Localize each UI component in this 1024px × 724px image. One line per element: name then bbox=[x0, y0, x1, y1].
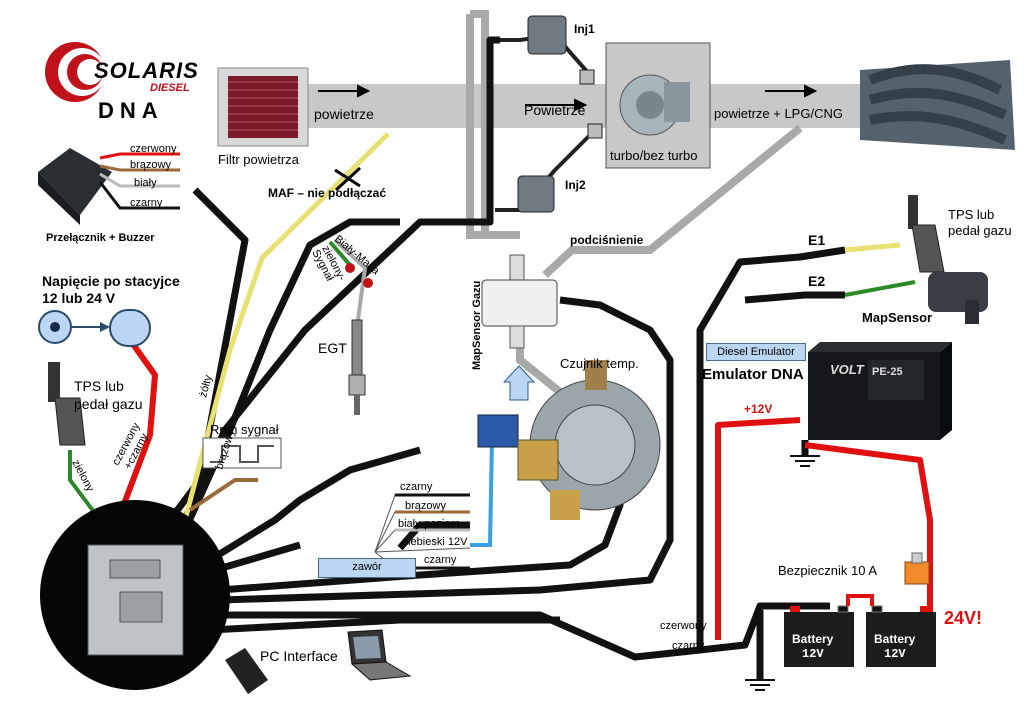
emulator-device bbox=[808, 342, 952, 440]
map-sensor-label: MapSensor bbox=[862, 310, 933, 325]
egt-probe bbox=[348, 319, 366, 415]
product-name: DNA bbox=[98, 98, 164, 123]
injector-1 bbox=[495, 15, 595, 85]
emulator-box-label: Diesel Emulator bbox=[706, 343, 806, 361]
e1-label: E1 bbox=[808, 232, 826, 248]
fuse bbox=[904, 552, 930, 585]
manifold-runners bbox=[868, 64, 1008, 145]
power-red-wire: czerwony bbox=[660, 620, 707, 632]
valve-label: zawór bbox=[318, 558, 416, 578]
switch-wire-black: czarny bbox=[130, 197, 163, 209]
battery1-volt: 12V bbox=[802, 647, 824, 661]
valve-wire-3: biały-poziom bbox=[398, 518, 460, 530]
battery2-volt: 12V bbox=[884, 647, 906, 661]
pc-connector bbox=[225, 648, 268, 694]
air-label-2: Powietrze bbox=[524, 102, 586, 118]
switch-wires bbox=[98, 152, 180, 210]
battery-1 bbox=[784, 605, 854, 667]
valve-wire-4: niebieski 12V bbox=[402, 536, 468, 548]
total-voltage: 24V! bbox=[944, 608, 983, 628]
tps-pedal-left bbox=[48, 362, 86, 446]
pc-interface-label: PC Interface bbox=[260, 648, 338, 664]
egt-label: EGT bbox=[318, 340, 347, 356]
map-gas-label: MapSensor Gazu bbox=[471, 281, 483, 370]
tps-right-line1: TPS lub bbox=[948, 207, 995, 222]
map-gas-sensor bbox=[481, 254, 558, 349]
switch-wire-red: czerwony bbox=[130, 143, 177, 155]
tps-pedal-right bbox=[908, 195, 945, 273]
inj2-label: Inj2 bbox=[565, 178, 586, 192]
switch-wire-white: biały bbox=[134, 177, 157, 189]
filter-label: Filtr powietrza bbox=[218, 152, 299, 167]
battery-2 bbox=[866, 605, 936, 667]
ground-symbols bbox=[745, 455, 820, 691]
injector-2 bbox=[495, 123, 603, 213]
tps-left-line1: TPS lub bbox=[74, 378, 124, 394]
vacuum-hoses bbox=[466, 10, 803, 396]
turbo-label: turbo/bez turbo bbox=[610, 148, 698, 163]
switch-wire-brown: brązowy bbox=[130, 159, 171, 171]
red-wires bbox=[115, 338, 933, 640]
tps-left-line2: pedał gazu bbox=[74, 396, 143, 412]
emulator-title: Emulator DNA bbox=[702, 366, 804, 383]
logo-sub: DIESEL bbox=[150, 82, 190, 94]
maf-label: MAF – nie podłączać bbox=[268, 186, 387, 200]
air-label-1: powietrze bbox=[314, 106, 374, 122]
emulator-brand: VOLT bbox=[830, 362, 864, 377]
solaris-logo-mark bbox=[45, 42, 106, 102]
blue-wire bbox=[470, 436, 501, 547]
plus12-label: +12V bbox=[744, 402, 773, 416]
valve-wire-2: brązowy bbox=[405, 500, 446, 512]
gas-valve bbox=[477, 414, 559, 481]
reducer bbox=[529, 360, 661, 520]
ecu bbox=[40, 500, 230, 690]
ignition-title-1: Napięcie po stacyjce bbox=[42, 273, 180, 289]
ignition-switch bbox=[38, 309, 151, 347]
inj1-label: Inj1 bbox=[574, 22, 595, 36]
ignition-title-2: 12 lub 24 V bbox=[42, 290, 116, 306]
logo-word: SOLARIS bbox=[94, 58, 199, 83]
e2-label: E2 bbox=[808, 273, 826, 289]
egt-connector-1 bbox=[345, 263, 355, 273]
laptop bbox=[347, 629, 412, 681]
fuse-label: Bezpiecznik 10 A bbox=[778, 563, 878, 578]
power-black-wire: czarny bbox=[672, 640, 705, 652]
emulator-model: PE-25 bbox=[872, 366, 903, 378]
green-wires bbox=[68, 240, 916, 522]
battery2-label: Battery bbox=[874, 632, 916, 646]
switch-device bbox=[38, 148, 112, 225]
battery1-label: Battery bbox=[792, 632, 834, 646]
brown-wire bbox=[188, 478, 258, 512]
temp-sensor-label: Czujnik temp. bbox=[560, 356, 639, 371]
yellow-wires bbox=[182, 132, 901, 521]
flow-arrow-up bbox=[502, 365, 536, 401]
valve-wire-5: czarny bbox=[424, 554, 457, 566]
tps-right-line2: pedał gazu bbox=[948, 223, 1012, 238]
mix-label: powietrze + LPG/CNG bbox=[714, 106, 843, 121]
tps-green-label: zielony bbox=[69, 458, 96, 494]
switch-title: Przełącznik + Buzzer bbox=[46, 232, 155, 244]
map-sensor-right bbox=[928, 272, 988, 324]
airflow-arrows bbox=[318, 84, 818, 112]
valve-wire-1: czarny bbox=[400, 481, 433, 493]
egt-connector-2 bbox=[363, 278, 373, 288]
vacuum-label: podciśnienie bbox=[570, 233, 644, 247]
rpm-label: Rpm sygnał bbox=[210, 422, 279, 437]
yellow-wire-label: żółty bbox=[197, 373, 215, 398]
maf-x-marker bbox=[334, 166, 362, 192]
